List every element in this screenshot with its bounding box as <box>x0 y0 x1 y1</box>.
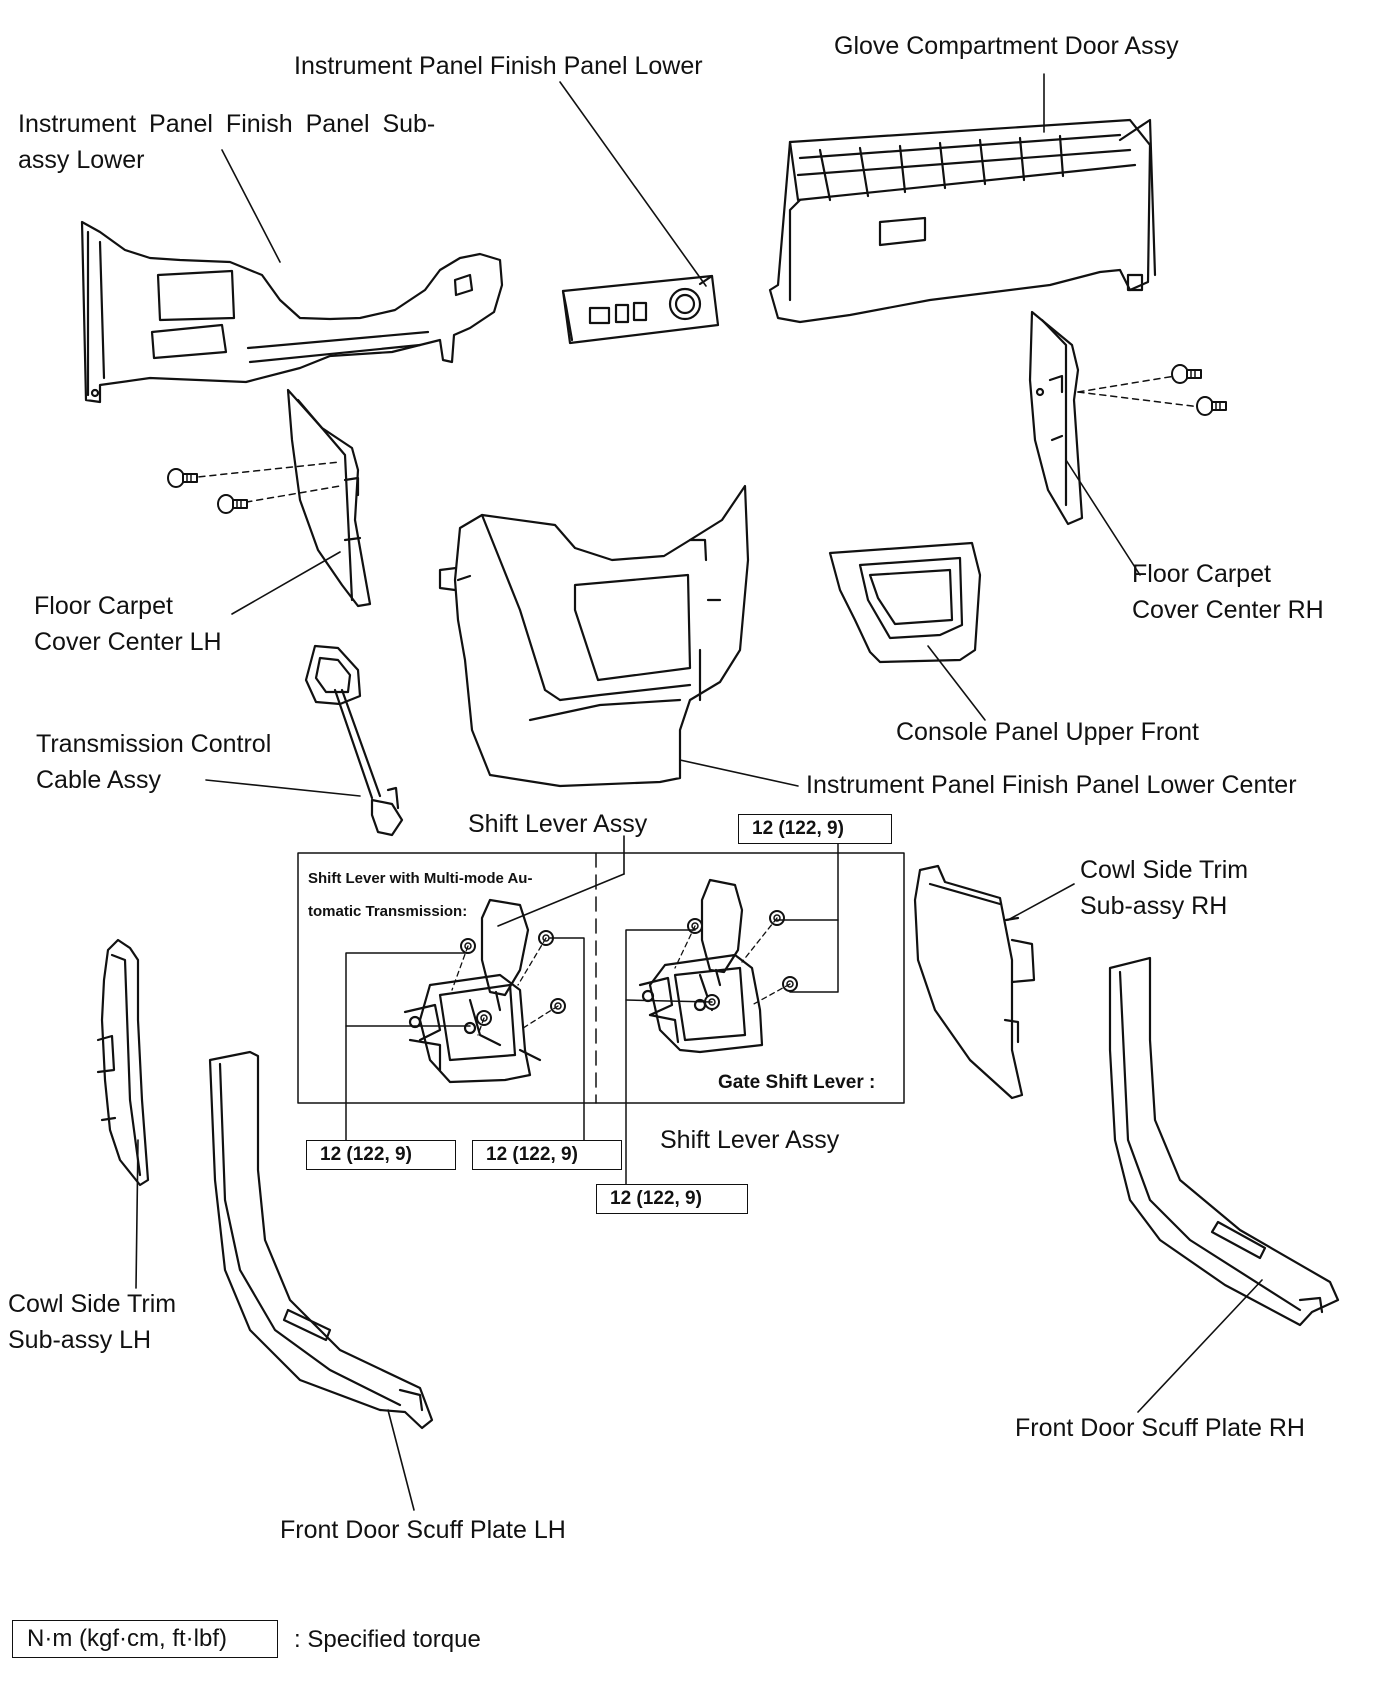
clip-icon <box>216 493 249 515</box>
label-leaders <box>135 73 1263 1511</box>
gate-bolt-dashes <box>674 917 791 1006</box>
multimode-bolt-dashes <box>451 937 559 1036</box>
legend-torque-meaning: : Specified torque <box>294 1626 481 1653</box>
finish-panel-lower-part <box>561 274 720 345</box>
label-shift-lever-top: Shift Lever Assy <box>468 810 648 838</box>
label-console-panel: Console Panel Upper Front <box>896 718 1199 746</box>
label-transmission-cable-line1: Transmission Control <box>36 730 272 758</box>
shift-lever-inset <box>297 852 905 1104</box>
cowl-side-trim-rh-part <box>913 864 1036 1100</box>
label-floor-carpet-lh-line2: Cover Center LH <box>34 628 222 656</box>
label-cowl-rh-line1: Cowl Side Trim <box>1080 856 1249 884</box>
label-transmission-cable-line2: Cable Assy <box>36 766 162 794</box>
finish-panel-lower-center-part <box>438 484 750 788</box>
floor-carpet-lh-clips <box>187 461 341 505</box>
cowl-side-trim-lh-part <box>96 938 150 1187</box>
label-floor-carpet-lh-line1: Floor Carpet <box>34 592 173 620</box>
label-cowl-lh-line1: Cowl Side Trim <box>8 1290 177 1318</box>
multimode-shift-lever-part <box>403 898 542 1084</box>
legend-torque-unit-box: N·m (kgf·cm, ft·lbf) <box>12 1620 278 1658</box>
label-finish-panel-lower: Instrument Panel Finish Panel Lower <box>294 52 703 80</box>
label-finish-panel-sub-assy-lower-line1: Instrument Panel Finish Panel Sub- <box>18 110 436 138</box>
gate-shift-lever-part <box>638 878 764 1054</box>
front-door-scuff-plate-lh-part <box>208 1050 434 1430</box>
clip-icon <box>1195 395 1228 417</box>
label-floor-carpet-rh-line2: Cover Center RH <box>1132 596 1324 624</box>
label-scuff-lh: Front Door Scuff Plate LH <box>280 1516 566 1544</box>
clip-icon <box>1170 363 1203 385</box>
torque-box-top: 12 (122, 9) <box>738 814 892 844</box>
glove-compartment-part <box>768 118 1157 324</box>
torque-box-mid: 12 (122, 9) <box>472 1140 622 1170</box>
front-door-scuff-plate-rh-part <box>1108 956 1340 1327</box>
clip-icon <box>166 467 199 489</box>
label-floor-carpet-rh-line1: Floor Carpet <box>1132 560 1271 588</box>
inset-multimode-title-line2: tomatic Transmission: <box>308 903 468 920</box>
label-scuff-rh: Front Door Scuff Plate RH <box>1015 1414 1305 1442</box>
torque-leaders <box>345 843 839 1185</box>
torque-box-left: 12 (122, 9) <box>306 1140 456 1170</box>
label-cowl-lh-line2: Sub-assy LH <box>8 1326 152 1354</box>
floor-carpet-rh-clips <box>1077 375 1201 408</box>
label-cowl-rh-line2: Sub-assy RH <box>1080 892 1228 920</box>
finish-panel-sub-assy-lower-part <box>80 220 504 404</box>
inset-multimode-title-line1: Shift Lever with Multi-mode Au- <box>308 870 533 887</box>
inset-gate-shift-title: Gate Shift Lever : <box>718 1072 876 1093</box>
label-finish-panel-sub-assy-lower-line2: assy Lower <box>18 146 145 174</box>
label-finish-panel-lower-center: Instrument Panel Finish Panel Lower Cent… <box>806 771 1297 799</box>
console-panel-upper-front-part <box>828 541 982 664</box>
label-glove-compartment: Glove Compartment Door Assy <box>834 32 1179 60</box>
label-shift-lever-bottom: Shift Lever Assy <box>660 1126 840 1154</box>
floor-carpet-cover-lh-part <box>286 388 372 608</box>
torque-box-bottom: 12 (122, 9) <box>596 1184 748 1214</box>
floor-carpet-cover-rh-part <box>1028 310 1084 526</box>
transmission-cable-part <box>304 644 404 837</box>
